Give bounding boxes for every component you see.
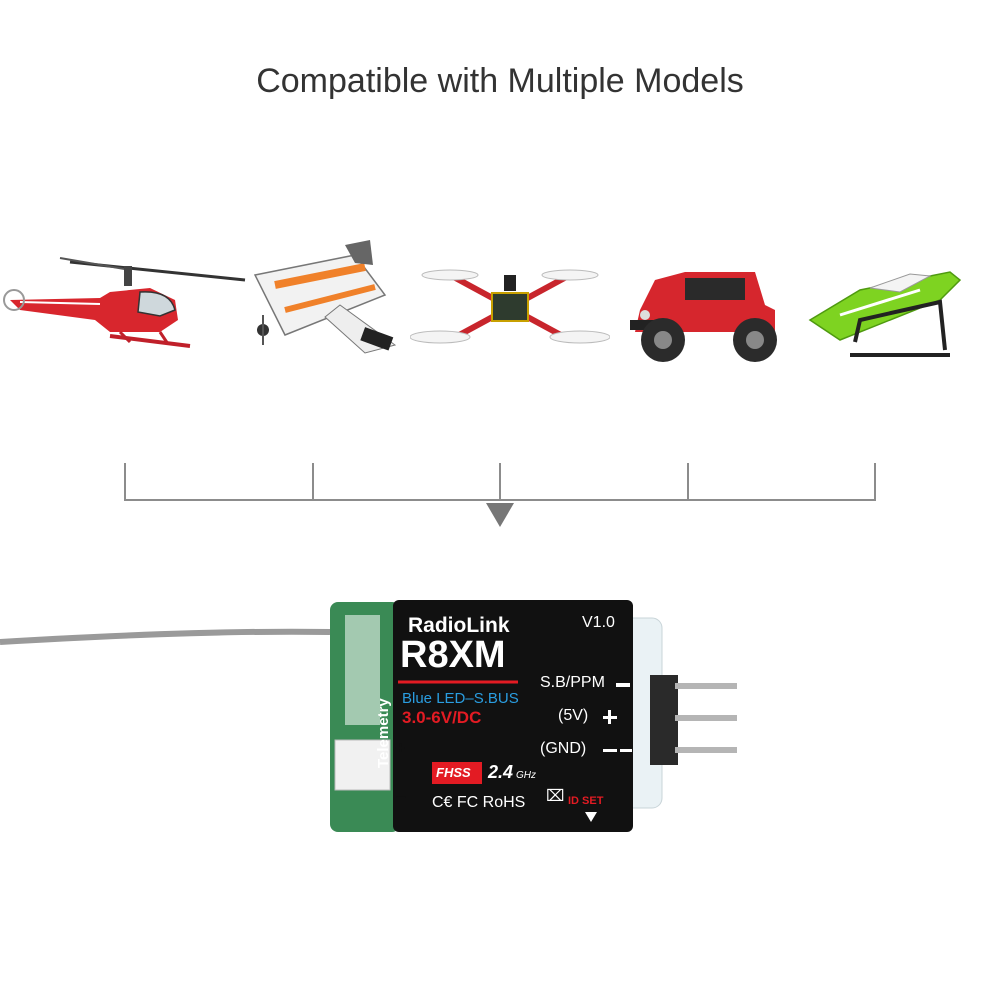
cert-label: C€ FC RoHS (432, 794, 526, 811)
id-set-label: ID SET (568, 795, 604, 807)
pin-gnd-label: (GND) (540, 740, 587, 757)
rc-boat-icon (808, 271, 962, 357)
receiver-body (0, 600, 737, 832)
band-label: 2.4 (488, 762, 514, 782)
receiver-image: RadioLink V1.0 R8XM Blue LED–S.BUS 3.0-6… (0, 590, 1000, 850)
telemetry-plus: + (395, 738, 406, 758)
model-label: R8XM (400, 634, 506, 676)
led-line-label: Blue LED–S.BUS (402, 690, 519, 707)
pin-sbus-label: S.B/PPM (540, 674, 605, 691)
brand-label: RadioLink (408, 614, 510, 637)
pin-5v-label: (5V) (558, 707, 589, 724)
version-label: V1.0 (582, 614, 615, 631)
fhss-label: FHSS (436, 765, 471, 780)
page-title: Compatible with Multiple Models (256, 62, 744, 100)
telemetry-label: Telemetry (375, 698, 392, 768)
down-arrow-icon (486, 503, 514, 527)
bracket-connector (124, 463, 876, 527)
recycle-bin-icon: ⌧ (546, 788, 565, 805)
voltage-label: 3.0-6V/DC (402, 708, 482, 727)
quadcopter-icon (410, 269, 610, 344)
rc-car-icon (630, 272, 777, 362)
band-unit-label: GHz (516, 770, 536, 781)
compatible-models-row (0, 230, 1000, 380)
telemetry-minus: – (396, 786, 407, 806)
helicopter-icon (3, 257, 246, 348)
airplane-icon (253, 240, 397, 354)
antenna-wire (0, 628, 331, 645)
